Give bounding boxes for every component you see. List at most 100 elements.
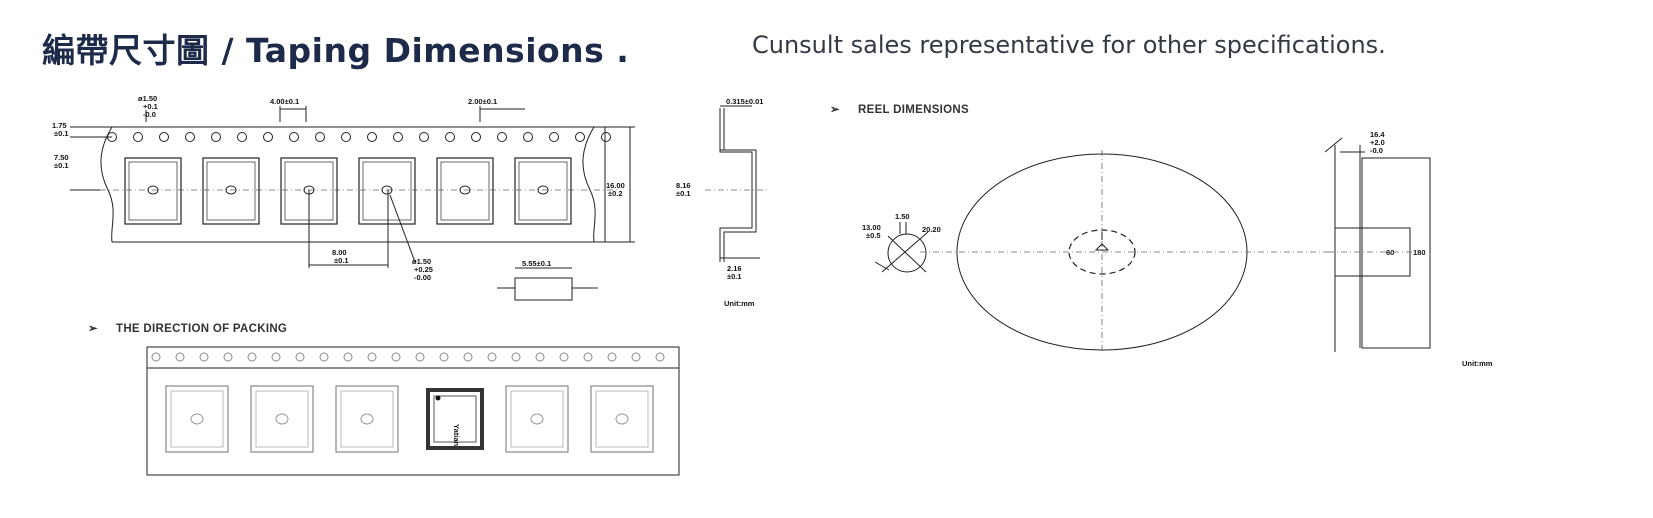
sprocket-hole: [549, 132, 559, 142]
sprocket-hole: [393, 132, 403, 142]
packing-hole: [367, 352, 377, 362]
reel-heading-arrow: ➢: [830, 104, 841, 116]
pocket-hole: [381, 185, 393, 195]
packing-pocket-hole: [615, 413, 629, 425]
sprocket-hole: [523, 132, 533, 142]
packing-pocket-hole: [275, 413, 289, 425]
packing-pocket-inner: [340, 390, 394, 448]
pocket-outer: [202, 157, 260, 225]
sprocket-hole: [289, 132, 299, 142]
pocket-depth-tol: ±0.1: [727, 272, 742, 281]
reel-unit: Unit:mm: [1462, 359, 1493, 368]
reel-heading: REEL DIMENSIONS: [858, 104, 969, 116]
packing-hole: [607, 352, 617, 362]
packing-pocket-inner: [255, 390, 309, 448]
pocket-outer: [358, 157, 416, 225]
packing-hole: [583, 352, 593, 362]
pocket-hole-tol-minus: -0.00: [414, 273, 431, 282]
packing-pocket-inner: [595, 390, 649, 448]
hole-to-pocket-label: 2.00±0.1: [468, 97, 497, 106]
packing-hole: [175, 352, 185, 362]
packing-pocket-outer: [590, 385, 654, 453]
sprocket-holes: [107, 132, 611, 142]
hole-pitch-label: 4.00±0.1: [270, 97, 299, 106]
packing-hole: [415, 352, 425, 362]
packing-pocket-hole: [360, 413, 374, 425]
sprocket-hole: [185, 132, 195, 142]
pocket-length-tol: ±0.1: [676, 189, 691, 198]
packing-hole: [439, 352, 449, 362]
packing-direction: ➢ THE DIRECTION OF PACKING Yatian: [88, 323, 680, 476]
reel-drawing: ➢ REEL DIMENSIONS 1.50 13.00 ±0.5 20.20: [830, 104, 1493, 368]
pocket-inner: [128, 161, 178, 221]
arbor-value: 13.00: [862, 223, 881, 232]
tape-top-view: ø1.50 +0.1 -0.0 4.00±0.1 2.00±0.1 1.75 ±…: [52, 94, 635, 301]
hole-to-center-value: 7.50: [54, 153, 69, 162]
pocket-hole: [147, 185, 159, 195]
pocket-inner: [362, 161, 412, 221]
packing-pocket-outer: [335, 385, 399, 453]
packing-hole: [535, 352, 545, 362]
component-part: Yatian: [426, 388, 484, 450]
reel-width-tol-plus: +2.0: [1370, 138, 1385, 147]
packing-hole: [223, 352, 233, 362]
packing-pockets: [165, 385, 654, 453]
packing-hole: [319, 352, 329, 362]
pocket-pitch-tol: ±0.1: [334, 256, 349, 265]
hole-dia-tol-minus: -0.0: [143, 110, 156, 119]
packing-hole: [511, 352, 521, 362]
tape-width-tol: ±0.2: [608, 189, 623, 198]
sprocket-hole: [315, 132, 325, 142]
packing-pocket-hole: [530, 413, 544, 425]
hub-dia-label: 1.50: [895, 212, 910, 221]
pocket-hole: [225, 185, 237, 195]
sprocket-hole: [211, 132, 221, 142]
sprocket-hole: [601, 132, 611, 142]
tape-side-profile: 0.315±0.01 8.16 ±0.1 2.16 ±0.1 Unit:mm: [676, 97, 770, 308]
pockets-top: [124, 157, 572, 225]
profile-unit: Unit:mm: [724, 299, 755, 308]
packing-heading-arrow: ➢: [88, 323, 99, 335]
hole-dia-tol-plus: +0.1: [143, 102, 158, 111]
pocket-inner: [440, 161, 490, 221]
page-title: 編帶尺寸圖 / Taping Dimensions .: [42, 31, 630, 70]
sprocket-hole: [341, 132, 351, 142]
pocket-hole-tol-plus: +0.25: [414, 265, 433, 274]
packing-pocket-hole: [190, 413, 204, 425]
packing-hole: [631, 352, 641, 362]
edge-to-hole-tol: ±0.1: [54, 129, 69, 138]
page-subtitle: Cunsult sales representative for other s…: [752, 31, 1386, 59]
packing-hole: [199, 352, 209, 362]
hub-detail: 1.50 13.00 ±0.5 20.20: [862, 212, 941, 273]
pocket-outer: [124, 157, 182, 225]
packing-heading: THE DIRECTION OF PACKING: [116, 323, 287, 335]
packing-hole: [295, 352, 305, 362]
reel-width-tol-minus: -0.0: [1370, 146, 1383, 155]
pocket-pitch-value: 8.00: [332, 248, 347, 257]
packing-pocket-inner: [170, 390, 224, 448]
packing-hole: [655, 352, 665, 362]
sprocket-hole: [497, 132, 507, 142]
packing-hole: [559, 352, 569, 362]
sprocket-hole: [471, 132, 481, 142]
pocket-inner: [518, 161, 568, 221]
pocket-hole: [459, 185, 471, 195]
pocket-outer: [514, 157, 572, 225]
pocket-hole-value: ø1.50: [412, 257, 431, 266]
packing-hole: [151, 352, 161, 362]
reel-dia-label: 180: [1413, 248, 1426, 257]
sprocket-hole: [237, 132, 247, 142]
sprocket-hole: [445, 132, 455, 142]
part-mark: Yatian: [452, 424, 461, 447]
packing-pocket-outer: [165, 385, 229, 453]
key-dia-label: 20.20: [922, 225, 941, 234]
hole-to-center-tol: ±0.1: [54, 161, 69, 170]
sprocket-hole: [575, 132, 585, 142]
pocket-length-value: 8.16: [676, 181, 691, 190]
tape-width-value: 16.00: [606, 181, 625, 190]
pocket-depth-value: 2.16: [727, 264, 742, 273]
packing-hole: [391, 352, 401, 362]
packing-hole: [271, 352, 281, 362]
packing-hole: [247, 352, 257, 362]
